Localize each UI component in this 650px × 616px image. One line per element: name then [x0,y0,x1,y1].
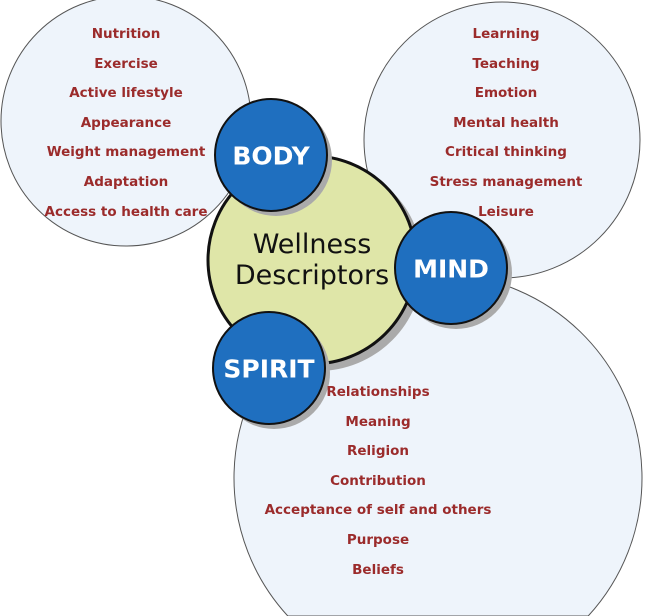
body-label: BODY [232,141,310,171]
mind-item: Teaching [472,55,540,72]
spirit-item: Relationships [326,384,430,400]
body-item: Adaptation [83,174,169,190]
center-title: Wellness Descriptors [235,229,389,291]
spirit-label: SPIRIT [223,354,315,384]
mind-item: Emotion [474,85,538,102]
mind-hub-circle [394,211,508,325]
body-item: Nutrition [91,26,161,42]
center-title-line-1: Wellness [252,229,372,260]
spirit-item: Acceptance of self and others [264,502,492,519]
mind-item: Leisure [478,203,534,220]
spirit-item: Purpose [346,532,410,548]
mind-item: Stress management [429,174,583,190]
body-item: Exercise [94,55,158,72]
spirit-item: Religion [347,443,409,460]
spirit-hub-circle [212,311,326,425]
spirit-item: Beliefs [352,561,404,578]
spirit-item: Contribution [330,472,426,489]
center-title-line-2: Descriptors [234,260,390,291]
mind-item: Critical thinking [445,144,567,161]
mind-label: MIND [413,254,489,284]
body-item: Weight management [46,144,206,161]
body-item: Appearance [80,114,172,131]
mind-item: Learning [472,26,540,42]
body-hub-circle [214,98,328,212]
body-item: Active lifestyle [69,85,183,102]
spirit-item: Meaning [345,413,411,430]
mind-item: Mental health [453,114,559,131]
body-item: Access to health care [44,203,208,220]
